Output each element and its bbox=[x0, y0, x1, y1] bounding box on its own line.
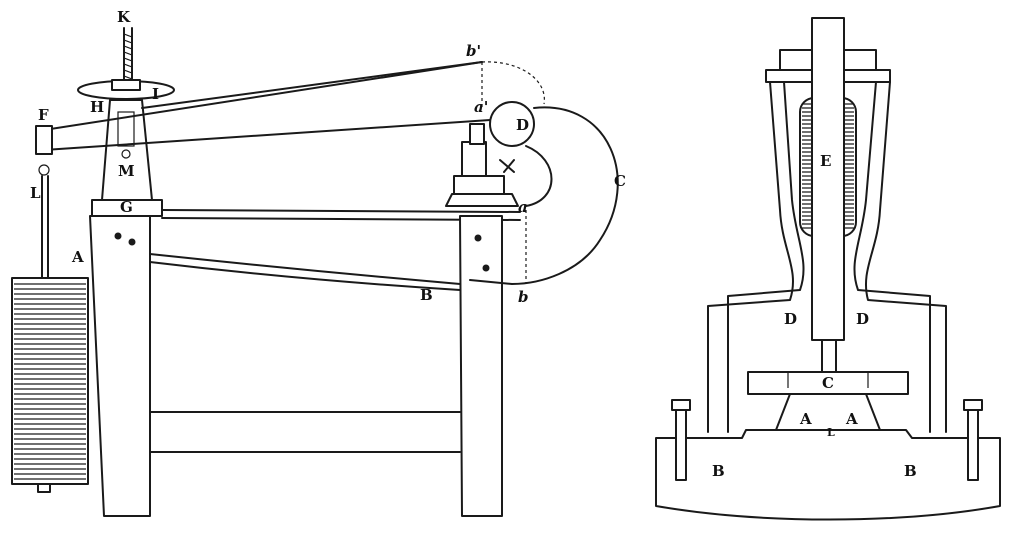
label-c: C bbox=[822, 374, 834, 392]
base-b bbox=[655, 429, 1001, 521]
clamp-f bbox=[35, 125, 53, 176]
label-b-lower: b bbox=[518, 288, 529, 306]
label-a: A bbox=[71, 248, 84, 266]
spindle-e bbox=[811, 17, 845, 341]
press-head bbox=[445, 123, 519, 207]
label-h: H bbox=[90, 98, 104, 116]
curved-strap-c bbox=[469, 106, 619, 285]
label-i: I bbox=[152, 85, 159, 103]
label-l: L bbox=[827, 426, 835, 439]
label-d-left: D bbox=[784, 310, 797, 328]
label-k: K bbox=[117, 8, 131, 26]
outer-casing bbox=[707, 81, 947, 433]
label-a-right: A bbox=[845, 410, 858, 428]
label-b-right: B bbox=[904, 462, 917, 480]
left-figure: K I H F M G L A B C D b' a' a b bbox=[11, 8, 626, 517]
label-g: G bbox=[120, 198, 133, 216]
cross-block bbox=[747, 371, 909, 431]
weight-rod-l bbox=[41, 175, 49, 281]
label-e: E bbox=[820, 152, 831, 170]
label-c: C bbox=[614, 172, 626, 190]
inner-casing bbox=[727, 81, 931, 433]
label-a-prime: a' bbox=[474, 98, 488, 116]
label-d-right: D bbox=[856, 310, 869, 328]
pulley-d bbox=[489, 101, 535, 147]
right-bolt bbox=[963, 399, 983, 481]
table-frame bbox=[89, 209, 521, 517]
label-m: M bbox=[118, 162, 135, 180]
left-bolt bbox=[671, 399, 691, 481]
screw-rod-k bbox=[123, 27, 133, 85]
label-l: L bbox=[30, 184, 41, 202]
label-b-left: B bbox=[712, 462, 725, 480]
lever-beams bbox=[43, 61, 491, 151]
label-a-lower: a bbox=[518, 198, 528, 216]
label-b: B bbox=[420, 286, 433, 304]
handwheel-hi bbox=[77, 79, 175, 100]
label-b-prime: b' bbox=[466, 42, 481, 60]
inner-strap bbox=[525, 145, 553, 207]
right-figure: E D D C A A L B B bbox=[655, 17, 1001, 521]
label-f: F bbox=[38, 106, 49, 124]
label-a-left: A bbox=[799, 410, 812, 428]
weight-stack bbox=[11, 277, 89, 493]
label-d: D bbox=[516, 116, 529, 134]
